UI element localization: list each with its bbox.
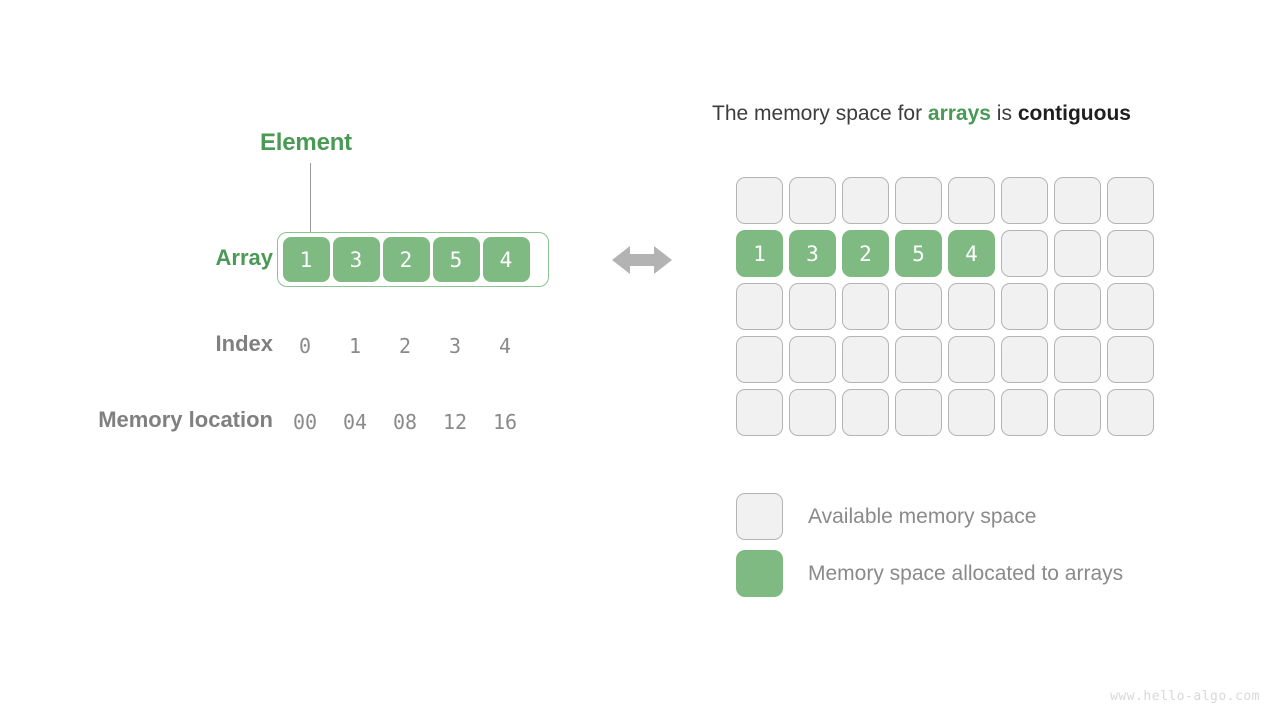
element-callout-label: Element: [260, 129, 352, 156]
legend-item-available-memory: Available memory space: [736, 493, 1123, 540]
memory-cell-allocated: 5: [895, 230, 942, 277]
element-callout-connector-line: [310, 163, 311, 233]
row-label-array: Array: [215, 245, 273, 270]
array-cell: 5: [432, 237, 480, 282]
memory-grid: 1 3 2 5 4: [736, 177, 1154, 436]
memory-cell-empty: [1001, 336, 1048, 383]
memory-cell-empty: [948, 389, 995, 436]
array-cell: 2: [382, 237, 430, 282]
memory-title-strong: contiguous: [1017, 102, 1131, 125]
index-value: 1: [348, 334, 362, 358]
memory-title-middle: is: [990, 102, 1018, 125]
memory-cell-empty: [1054, 230, 1101, 277]
memory-title-prefix: The memory space for: [712, 102, 928, 125]
memory-cell-empty: [1107, 177, 1154, 224]
index-row: 0 1 2 3 4: [277, 334, 549, 358]
memory-title-highlight: arrays: [927, 102, 991, 125]
memory-cell-allocated: 3: [789, 230, 836, 277]
legend-label: Memory space allocated to arrays: [808, 561, 1124, 585]
legend-label: Available memory space: [808, 504, 1037, 528]
memory-cell-empty: [1001, 283, 1048, 330]
memory-cell-empty: [1054, 177, 1101, 224]
legend-swatch-empty-icon: [736, 493, 783, 540]
memory-cell-empty: [789, 177, 836, 224]
memory-cell-empty: [1054, 389, 1101, 436]
memory-space-panel: The memory space for arrays is contiguou…: [700, 0, 1280, 720]
row-label-index: Index: [215, 331, 273, 356]
memory-cell-empty: [789, 389, 836, 436]
memory-location-value: 04: [342, 410, 368, 434]
memory-location-row: 00 04 08 12 16: [277, 410, 549, 434]
array-cell: 3: [332, 237, 380, 282]
array-cell: 4: [482, 237, 530, 282]
memory-cell-empty: [1054, 336, 1101, 383]
memory-cell-empty: [1107, 283, 1154, 330]
memory-cell-allocated: 1: [736, 230, 783, 277]
memory-cell-empty: [895, 389, 942, 436]
memory-cell-empty: [895, 177, 942, 224]
array-container: 1 3 2 5 4: [277, 232, 549, 287]
memory-cell-empty: [789, 336, 836, 383]
legend: Available memory space Memory space allo…: [736, 493, 1123, 607]
memory-cell-empty: [948, 177, 995, 224]
array-cell: 1: [282, 237, 330, 282]
memory-cell-empty: [1107, 336, 1154, 383]
memory-cell-empty: [1107, 230, 1154, 277]
index-value: 0: [298, 334, 312, 358]
memory-cell-empty: [842, 389, 889, 436]
memory-cell-empty: [736, 283, 783, 330]
row-label-column: Array Index Memory location: [0, 0, 273, 720]
memory-location-value: 16: [492, 410, 518, 434]
index-value: 3: [448, 334, 462, 358]
memory-cell-empty: [1107, 389, 1154, 436]
memory-cell-empty: [842, 177, 889, 224]
memory-cell-empty: [789, 283, 836, 330]
memory-cell-empty: [1001, 230, 1048, 277]
legend-item-allocated-memory: Memory space allocated to arrays: [736, 550, 1123, 597]
memory-cell-empty: [948, 283, 995, 330]
row-label-memory-location: Memory location: [98, 407, 273, 432]
memory-cell-allocated: 4: [948, 230, 995, 277]
memory-cell-allocated: 2: [842, 230, 889, 277]
memory-cell-empty: [736, 177, 783, 224]
memory-location-value: 12: [442, 410, 468, 434]
memory-location-value: 08: [392, 410, 418, 434]
index-value: 2: [398, 334, 412, 358]
double-arrow-horizontal-icon: [612, 246, 672, 274]
memory-location-value: 00: [292, 410, 318, 434]
memory-cell-empty: [1001, 389, 1048, 436]
memory-cell-empty: [736, 389, 783, 436]
memory-cell-empty: [948, 336, 995, 383]
memory-cell-empty: [1001, 177, 1048, 224]
memory-cell-empty: [842, 283, 889, 330]
memory-title: The memory space for arrays is contiguou…: [712, 102, 1131, 126]
memory-cell-empty: [895, 283, 942, 330]
legend-swatch-filled-icon: [736, 550, 783, 597]
memory-cell-empty: [1054, 283, 1101, 330]
index-value: 4: [498, 334, 512, 358]
watermark: www.hello-algo.com: [1110, 689, 1260, 704]
memory-cell-empty: [842, 336, 889, 383]
memory-cell-empty: [736, 336, 783, 383]
array-diagram-panel: Element Array Index Memory location 1 3 …: [0, 0, 600, 720]
memory-cell-empty: [895, 336, 942, 383]
